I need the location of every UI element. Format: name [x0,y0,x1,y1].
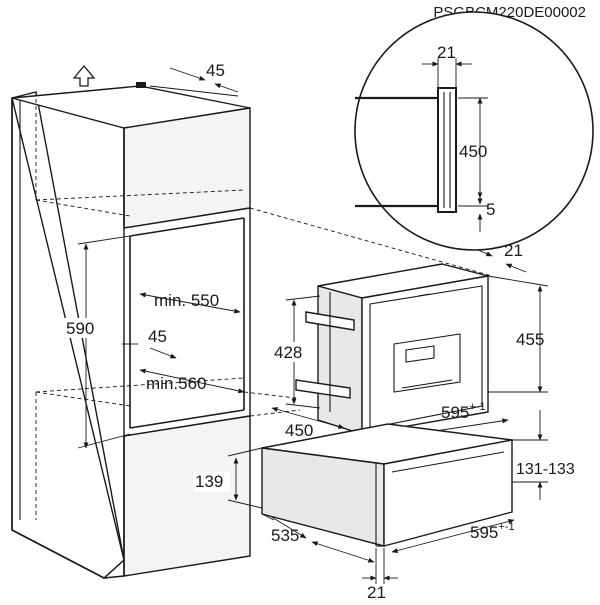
dim-535: 535 [261,513,375,563]
cabinet-niche-frame [123,207,251,437]
dim-45-inner: 45 [122,327,177,359]
label-131-133: 131-133 [516,461,575,478]
guide-line-lower [243,391,297,399]
ventilation-arrow-icon [72,64,96,87]
dim-131-133: 131-133 [512,410,575,500]
dim-590: 590 [62,235,131,449]
coffee-machine [295,263,489,435]
label-450-detail: 450 [459,142,487,161]
label-min-560: min.560 [146,374,206,393]
label-139: 139 [195,472,223,491]
cabinet-upper-front [123,107,251,229]
dim-428: 428 [272,295,321,409]
label-595-upper: 595+-1 [441,401,486,422]
label-min-550: min. 550 [154,291,219,310]
label-590: 590 [66,319,94,338]
dim-21-right: 21 [477,241,527,273]
label-455: 455 [516,330,544,349]
cabinet-hinge [136,82,146,88]
label-595-lower: 595+-1 [470,521,515,542]
label-428: 428 [274,343,302,362]
dim-min-550: min. 550 [139,291,241,314]
dim-450-depth: 450 [271,407,345,440]
detail-circle: 21 450 5 [354,11,594,251]
dim-595-lower: 595+-1 [391,519,515,553]
cabinet-lower-front [123,415,251,577]
label-450-depth: 450 [285,421,313,440]
dim-45-top: 45 [149,61,239,97]
dim-21-bottom: 21 [362,548,398,602]
machine-front [361,275,489,435]
guide-line-mid [249,409,301,417]
tall-cabinet [11,82,251,580]
dim-min-560: min.560 [139,368,245,394]
label-5-detail: 5 [486,200,495,219]
machine-side [317,285,363,435]
label-21-bottom: 21 [367,583,386,600]
label-45-inner: 45 [148,327,167,346]
label-535: 535 [271,526,299,545]
label-21-right: 21 [504,241,523,260]
label-21-detail: 21 [437,43,456,62]
label-45-top: 45 [206,61,225,80]
dim-455: 455 [487,275,549,393]
dim-139: 139 [194,447,263,509]
